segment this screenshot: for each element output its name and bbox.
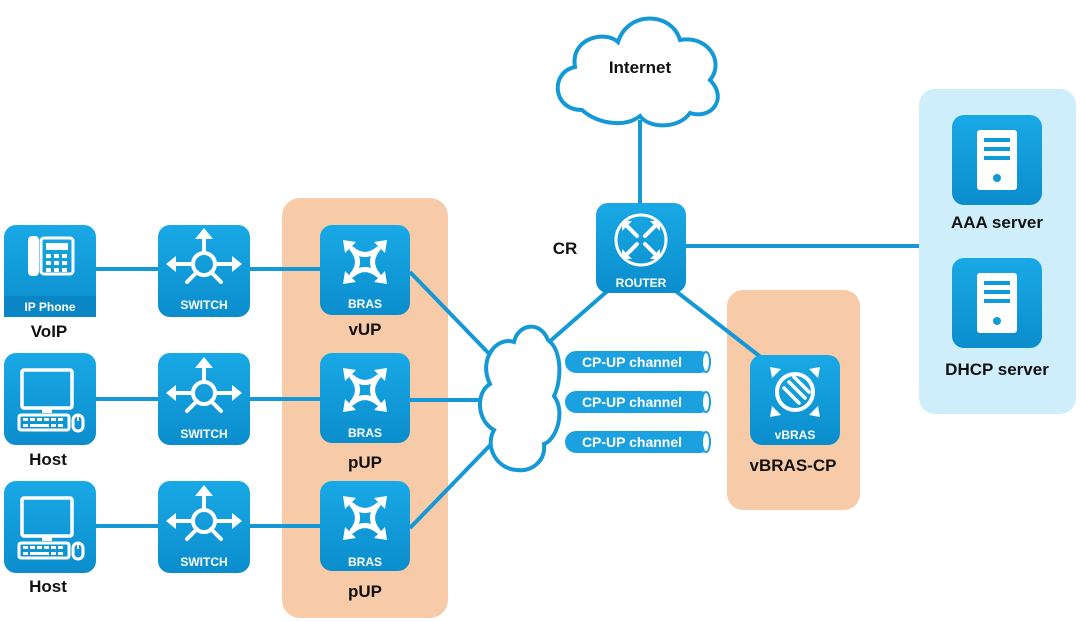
switch-device-3[interactable]: SWITCH xyxy=(158,481,250,573)
vbras-cp-label: vBRAS-CP xyxy=(750,456,837,475)
aaa-server-label: AAA server xyxy=(951,213,1043,232)
host-device-1[interactable] xyxy=(4,353,96,445)
server-icon xyxy=(977,273,1017,333)
vbras-device-label: vBRAS xyxy=(775,428,816,442)
bras-device-pup-1[interactable]: BRAS xyxy=(320,353,410,443)
cp-up-channel-label-1: CP-UP channel xyxy=(582,354,682,370)
cp-up-channel-3: CP-UP channel xyxy=(565,431,711,453)
cp-up-channel-1: CP-UP channel xyxy=(565,351,711,373)
link-router-vbras xyxy=(666,283,764,360)
pup-label-2: pUP xyxy=(348,582,382,601)
central-network-cloud-icon xyxy=(477,324,562,473)
network-links xyxy=(96,120,919,530)
switch-device-label-3: SWITCH xyxy=(180,555,227,569)
host-device-2[interactable] xyxy=(4,481,96,573)
bras-device-vup[interactable]: BRAS xyxy=(320,225,410,315)
cp-up-channel-2: CP-UP channel xyxy=(565,391,711,413)
switch-device-label-2: SWITCH xyxy=(180,427,227,441)
vbras-device[interactable]: vBRAS xyxy=(750,355,840,445)
dhcp-server-label: DHCP server xyxy=(945,360,1049,379)
link-cloud-router xyxy=(538,285,614,352)
link-pup2-cloud xyxy=(408,433,502,530)
vup-label: vUP xyxy=(348,320,381,339)
dhcp-server-device[interactable] xyxy=(952,258,1042,348)
host-label-1: Host xyxy=(29,450,67,469)
bras-device-label-2: BRAS xyxy=(348,426,382,440)
switch-device-1[interactable]: SWITCH xyxy=(158,225,250,317)
ip-phone-device[interactable]: IP Phone xyxy=(4,225,96,317)
internet-cloud-icon: Internet xyxy=(555,16,720,128)
bras-device-label-3: BRAS xyxy=(348,555,382,569)
cr-label: CR xyxy=(553,239,578,258)
pup-label-1: pUP xyxy=(348,453,382,472)
internet-label: Internet xyxy=(609,58,672,77)
router-device[interactable]: ROUTER xyxy=(596,203,686,293)
bras-device-label-1: BRAS xyxy=(348,297,382,311)
switch-device-label-1: SWITCH xyxy=(180,298,227,312)
ip-phone-device-label: IP Phone xyxy=(24,300,75,314)
cp-up-channel-label-3: CP-UP channel xyxy=(582,434,682,450)
bras-device-pup-2[interactable]: BRAS xyxy=(320,481,410,571)
aaa-server-device[interactable] xyxy=(952,115,1042,205)
link-vup-cloud xyxy=(408,270,502,367)
switch-device-2[interactable]: SWITCH xyxy=(158,353,250,445)
host-label-2: Host xyxy=(29,577,67,596)
server-icon xyxy=(977,130,1017,190)
voip-label: VoIP xyxy=(31,322,68,341)
cp-up-channel-label-2: CP-UP channel xyxy=(582,394,682,410)
router-device-label: ROUTER xyxy=(616,276,667,290)
